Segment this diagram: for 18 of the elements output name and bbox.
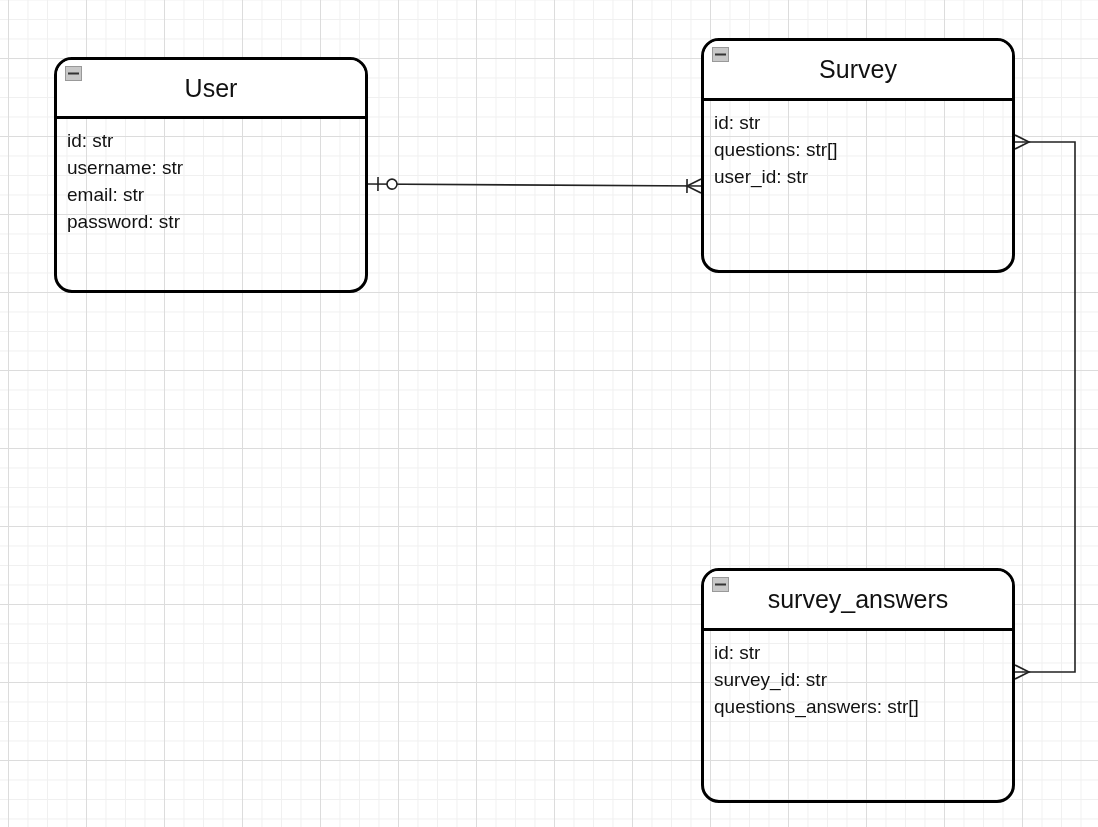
field-row-text: user_id: str bbox=[714, 165, 808, 190]
field-row-text: id: str bbox=[714, 641, 761, 665]
field-row-text: username: str bbox=[67, 156, 184, 180]
field-row-text: email: str bbox=[67, 183, 145, 207]
entity-table bbox=[701, 568, 1015, 803]
relationship-line bbox=[367, 176, 702, 194]
field-row-text: id: str bbox=[67, 129, 114, 153]
entity-table bbox=[701, 38, 1015, 273]
field-row-text: questions_answers: str[] bbox=[714, 695, 919, 720]
table-title: User bbox=[184, 73, 238, 103]
entity-table bbox=[54, 57, 368, 293]
relationship-line bbox=[1014, 134, 1076, 680]
field-row-text: password: str bbox=[67, 210, 180, 234]
table-title: Survey bbox=[819, 55, 897, 84]
field-row-text: id: str bbox=[714, 111, 761, 135]
field-row-text: questions: str[] bbox=[714, 138, 838, 162]
table-title: survey_answers bbox=[767, 585, 949, 614]
field-row-text: survey_id: str bbox=[714, 668, 827, 693]
